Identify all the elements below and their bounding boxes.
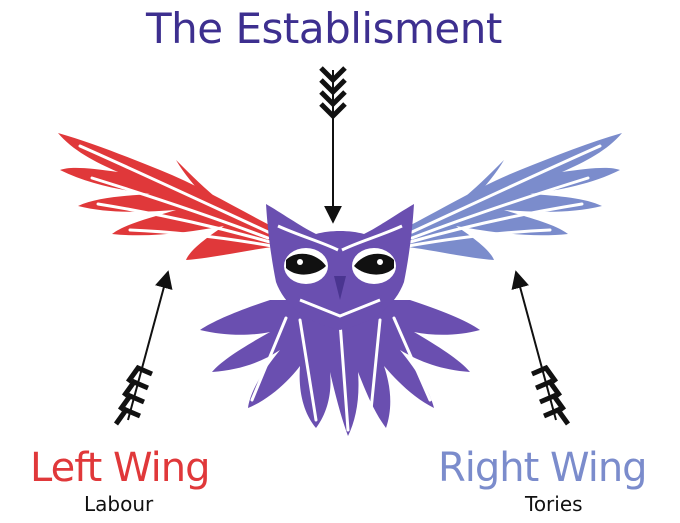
diagram-title: The Establisment <box>146 4 502 53</box>
right-wing-sublabel: Tories <box>525 492 583 516</box>
owl-feathers <box>200 300 480 436</box>
left-wing-sublabel: Labour <box>84 492 154 516</box>
arrow-right-icon <box>511 270 571 426</box>
owl-eyes <box>284 248 396 284</box>
arrow-top-icon <box>319 66 347 224</box>
left-wing-icon <box>58 133 280 260</box>
arrow-left-icon <box>113 270 173 426</box>
left-wing-label: Left Wing <box>30 445 210 491</box>
right-wing-icon <box>400 133 622 260</box>
owl-icon <box>200 204 480 436</box>
owl-beak <box>334 276 346 300</box>
right-wing-label: Right Wing <box>438 445 648 491</box>
